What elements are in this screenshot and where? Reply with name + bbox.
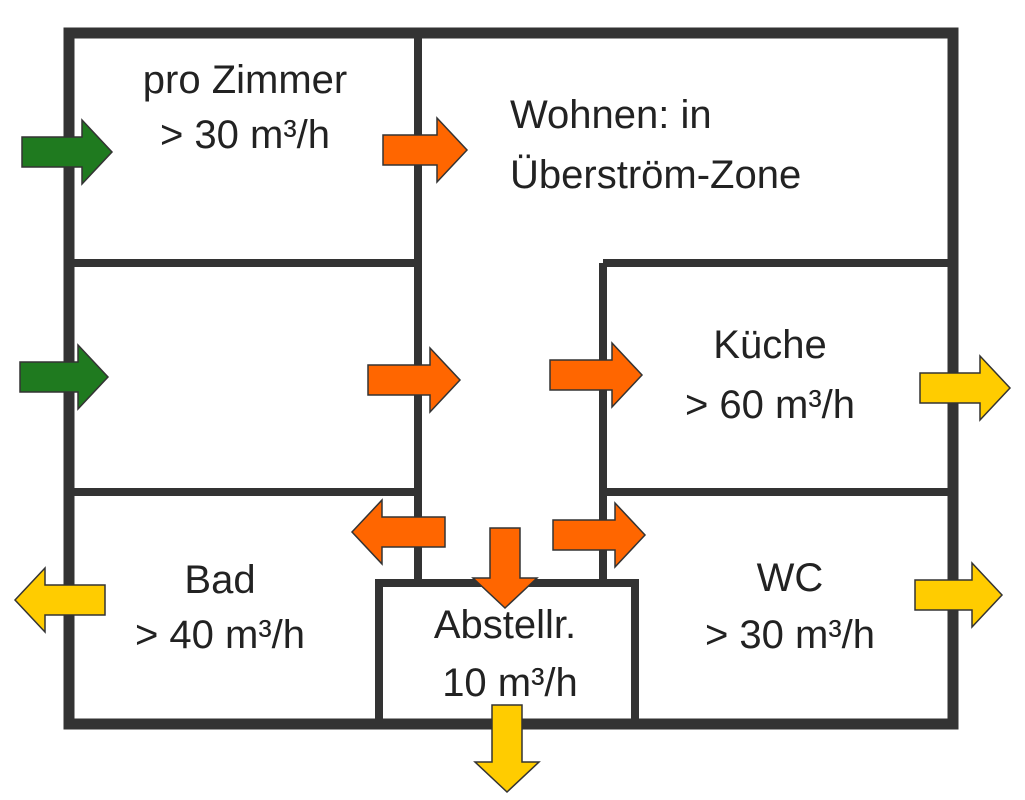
room-wohnen-name: Wohnen: in <box>510 93 712 137</box>
room-abstellraum-name: Abstellr. <box>434 603 576 647</box>
exhaust-arrow-abstellraum-icon <box>473 704 541 794</box>
transfer-arrow-bad-icon <box>350 498 446 566</box>
room-wc-flow: > 30 m³/h <box>705 613 875 657</box>
room-kueche-flow: > 60 m³/h <box>685 383 855 427</box>
room-abstellraum-flow: 10 m³/h <box>442 661 578 705</box>
transfer-arrow-abstellraum-icon <box>471 527 539 610</box>
exhaust-arrow-wc-icon <box>914 561 1004 629</box>
supply-arrow-zimmer-1-icon <box>21 118 114 186</box>
room-wc-name: WC <box>757 556 824 600</box>
transfer-arrow-wc-icon <box>552 501 647 569</box>
exhaust-arrow-bad-icon <box>13 566 106 634</box>
exhaust-arrow-kueche-icon <box>919 354 1012 422</box>
room-kueche-name: Küche <box>713 323 826 367</box>
room-wohnen-flow: Überström-Zone <box>510 153 801 197</box>
room-zimmer-name: pro Zimmer <box>143 58 347 102</box>
room-bad-flow: > 40 m³/h <box>135 613 305 657</box>
room-bad-name: Bad <box>184 558 255 602</box>
transfer-arrow-kueche-icon <box>549 341 644 409</box>
transfer-arrow-wohnen-icon <box>382 116 469 184</box>
transfer-arrow-hall-icon <box>367 346 462 414</box>
supply-arrow-zimmer-2-icon <box>19 343 110 411</box>
room-zimmer-flow: > 30 m³/h <box>160 113 330 157</box>
